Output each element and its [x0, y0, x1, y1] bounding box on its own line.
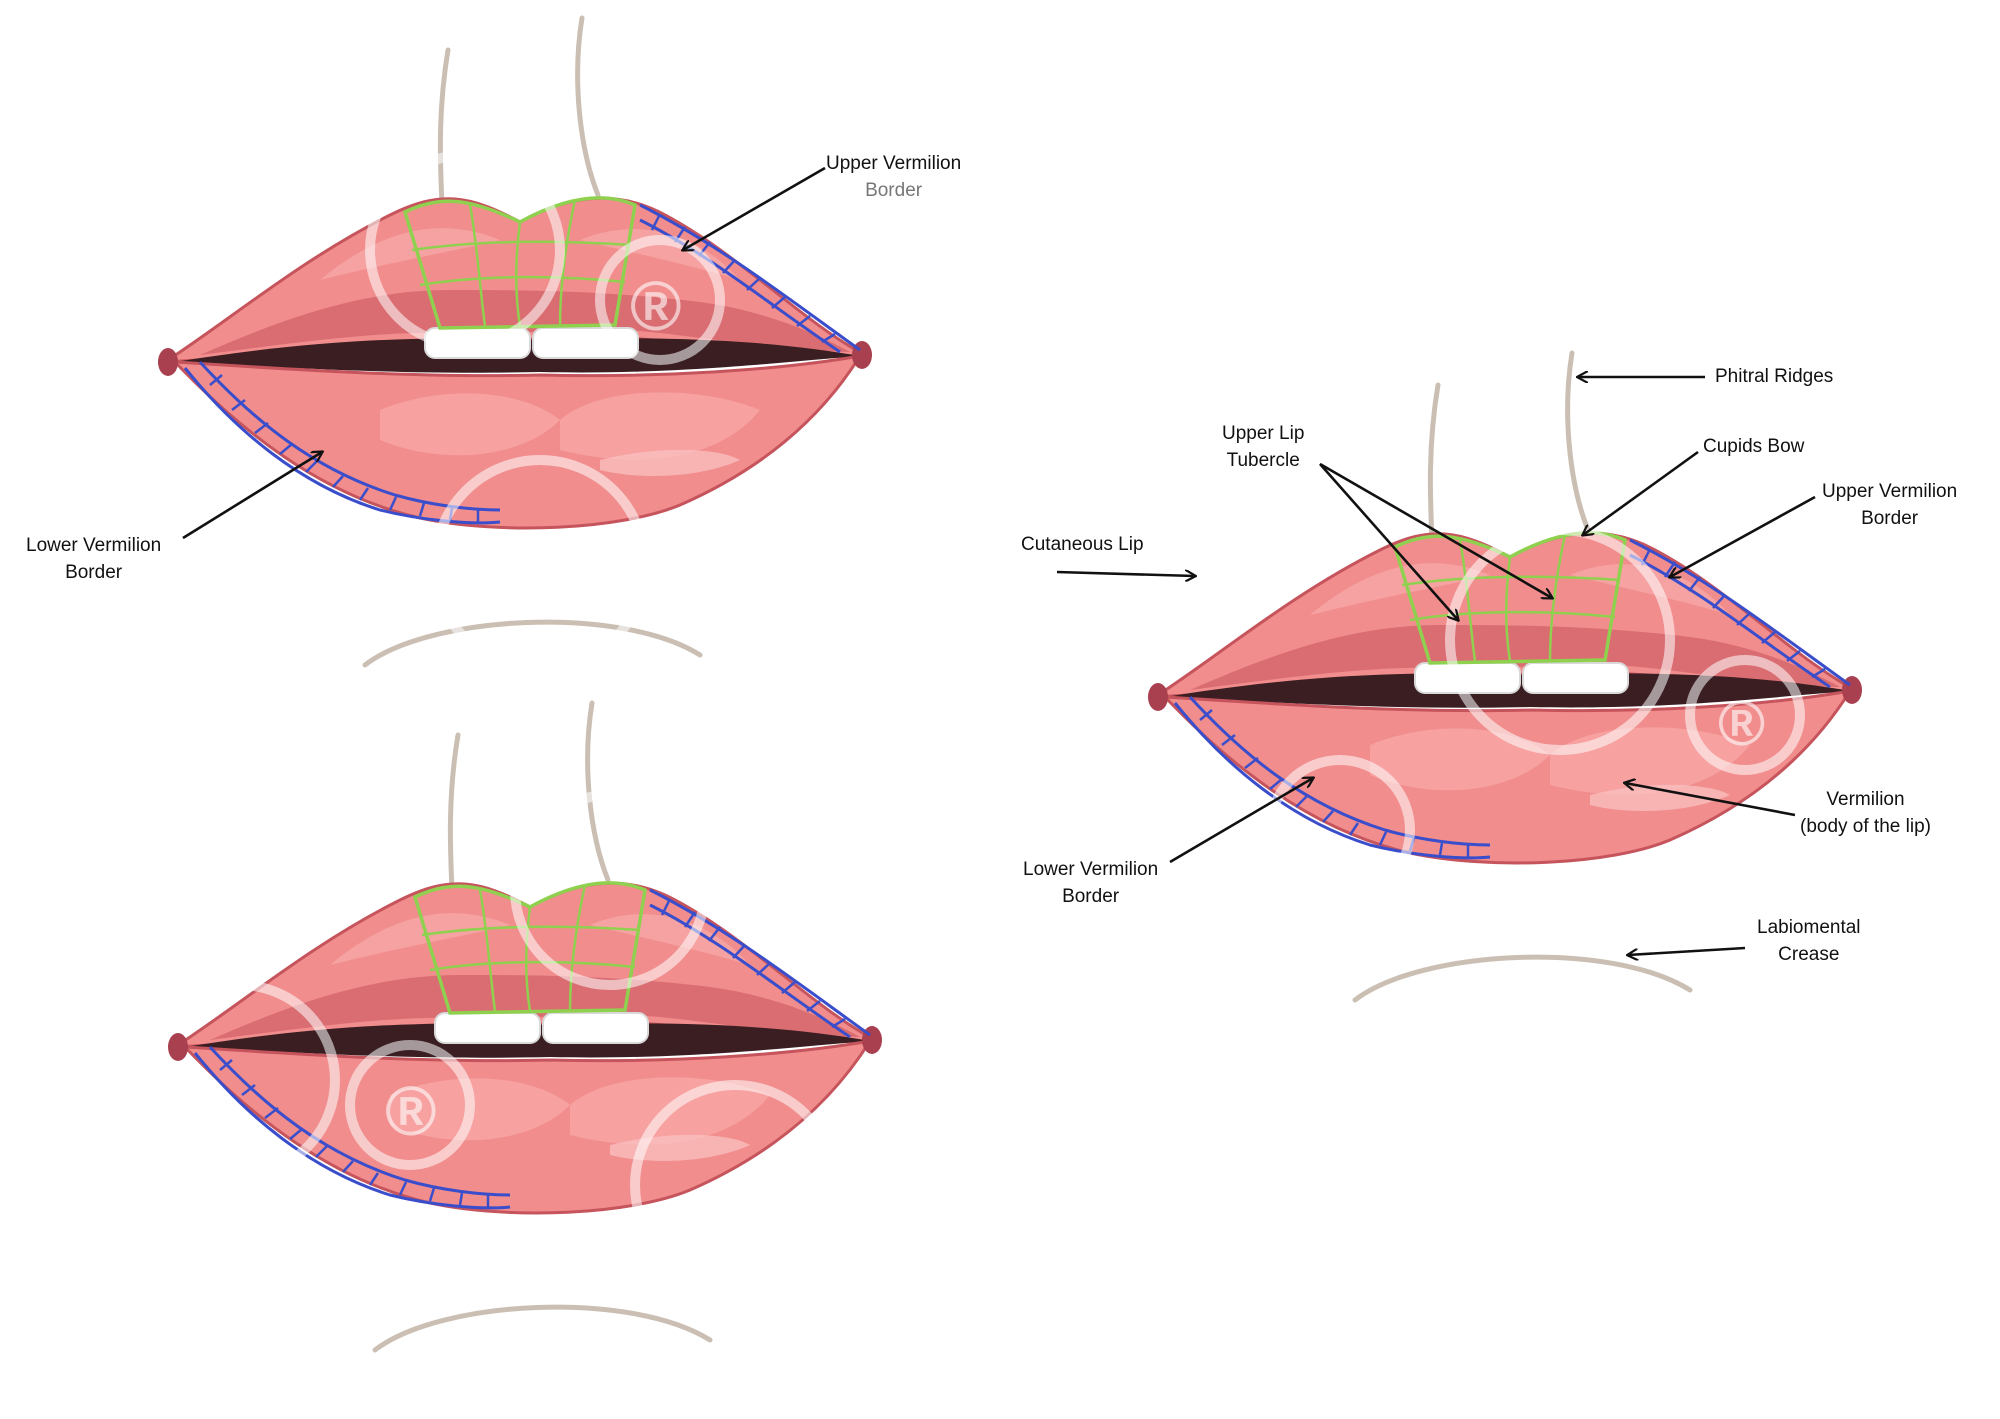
lips-diagram-bottom-left [168, 703, 882, 1350]
registered-watermark-icon: ® [385, 1072, 437, 1150]
label-upper-lip-tubercle: Upper Lip Tubercle [1222, 423, 1305, 471]
label-cutaneous-lip: Cutaneous Lip [1021, 534, 1144, 555]
label-lower-vermilion-border-top-left: Lower Vermilion Border [26, 535, 162, 583]
lips-diagram-top-left [158, 18, 872, 665]
label-upper-vermilion-border-right: Upper Vermilion Border [1822, 481, 1958, 529]
label-labiomental-crease: Labiomental Crease [1757, 917, 1861, 965]
arrows-right [1056, 377, 1816, 955]
label-upper-vermilion-border-top-left: Upper Vermilion Border [826, 153, 962, 201]
label-vermilion-body: Vermilion (body of the lip) [1800, 789, 1931, 837]
label-cupids-bow: Cupids Bow [1703, 436, 1805, 457]
label-phitral-ridges: Phitral Ridges [1715, 366, 1834, 387]
watermark-symbols: ® ® ® [385, 267, 1765, 1150]
watermarks [140, 150, 1805, 1290]
label-lower-vermilion-border-right: Lower Vermilion Border [1023, 859, 1159, 907]
registered-watermark-icon: ® [1718, 687, 1765, 759]
registered-watermark-icon: ® [630, 267, 682, 345]
arrows-top-left [182, 166, 826, 540]
